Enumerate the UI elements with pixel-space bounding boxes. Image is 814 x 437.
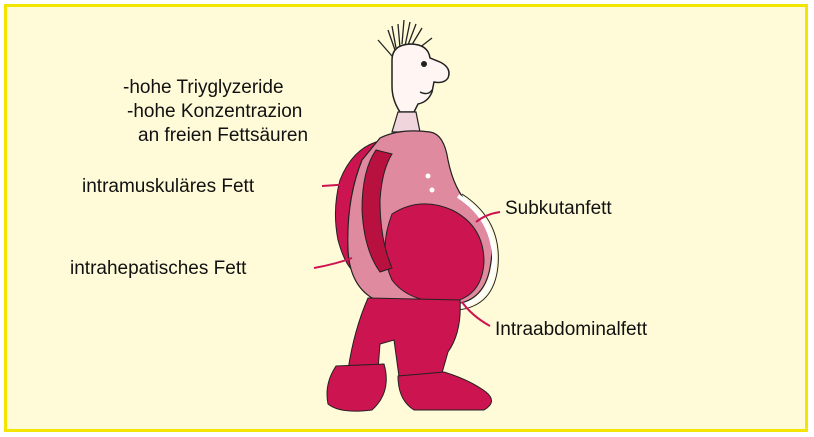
collar <box>392 112 420 132</box>
vest-button <box>426 174 431 179</box>
right-shoe <box>398 372 492 410</box>
left-shoe <box>327 364 386 411</box>
label-intrahepatic-fat: intrahepatisches Fett <box>70 258 246 280</box>
label-intramuscular-fat: intramuskuläres Fett <box>82 176 254 198</box>
label-concentration: -hohe Konzentrazion <box>127 101 302 123</box>
label-intraabdominal-fat: Intraabdominalfett <box>495 319 647 341</box>
head <box>392 44 449 112</box>
vest-button <box>430 188 435 193</box>
eye <box>421 61 427 67</box>
label-subcutaneous-fat: Subkutanfett <box>505 198 612 220</box>
label-free-fatty-acids: an freien Fettsäuren <box>138 125 308 147</box>
label-triglycerides: -hohe Triyglyzeride <box>123 77 284 99</box>
